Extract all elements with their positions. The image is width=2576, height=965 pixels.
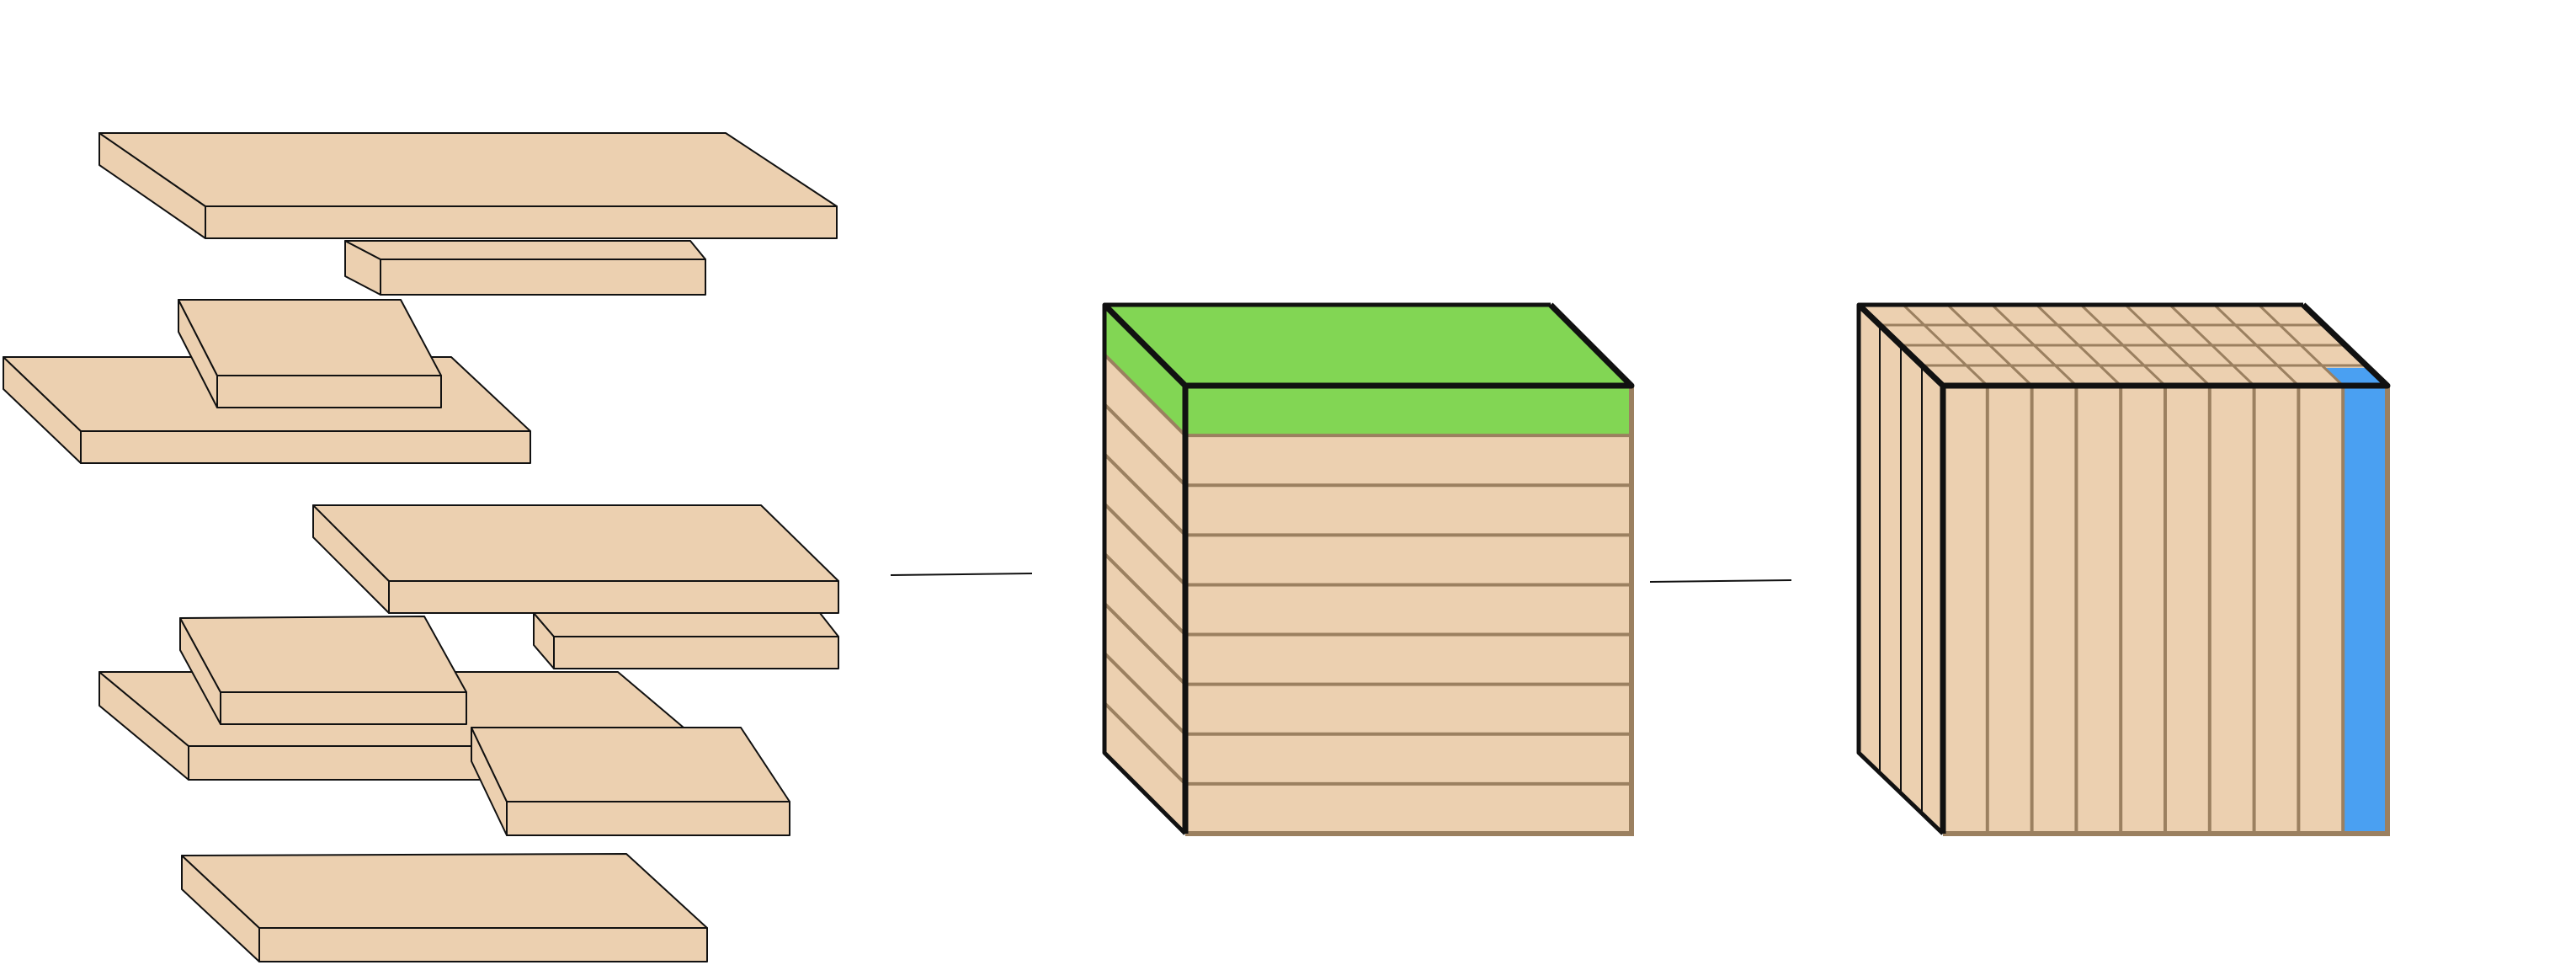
layer-line-side [1103, 452, 1187, 536]
layer-line-side [1103, 353, 1187, 437]
connector-line-2 [1649, 579, 1792, 583]
slab-10 [181, 853, 708, 962]
scattered-slabs-group [3, 132, 839, 962]
stacked-cube [1102, 302, 1635, 836]
slab-5 [312, 504, 839, 614]
slab-2 [344, 240, 706, 296]
layer-line-side [1103, 701, 1187, 786]
highlighted-layer-top-face [1104, 305, 1631, 386]
layer-line-side [1103, 403, 1187, 487]
cube-side-face [1104, 305, 1185, 834]
slab-4 [178, 299, 442, 408]
cube-outline-front-edge [1102, 302, 1635, 389]
slab-6 [533, 612, 839, 669]
highlighted-slice-front [2343, 386, 2387, 834]
cube-front-face [1185, 386, 1631, 834]
layer-line-side [1103, 552, 1187, 636]
slab-1 [98, 132, 838, 239]
sliced-cube-outline-left [1856, 302, 2303, 835]
sliced-cube [1856, 302, 2391, 836]
cube-outline-left [1102, 302, 1551, 835]
layer-line-side [1103, 503, 1187, 586]
connector-line-1 [890, 573, 1033, 576]
sliced-cube-outline-front-edge [1856, 302, 2391, 389]
layer-line-side [1103, 602, 1187, 686]
slab-8 [471, 727, 790, 836]
layer-line-side [1103, 652, 1187, 736]
highlighted-layer-side [1104, 305, 1185, 436]
slab-9 [179, 616, 467, 725]
highlighted-layer-front [1185, 386, 1631, 436]
